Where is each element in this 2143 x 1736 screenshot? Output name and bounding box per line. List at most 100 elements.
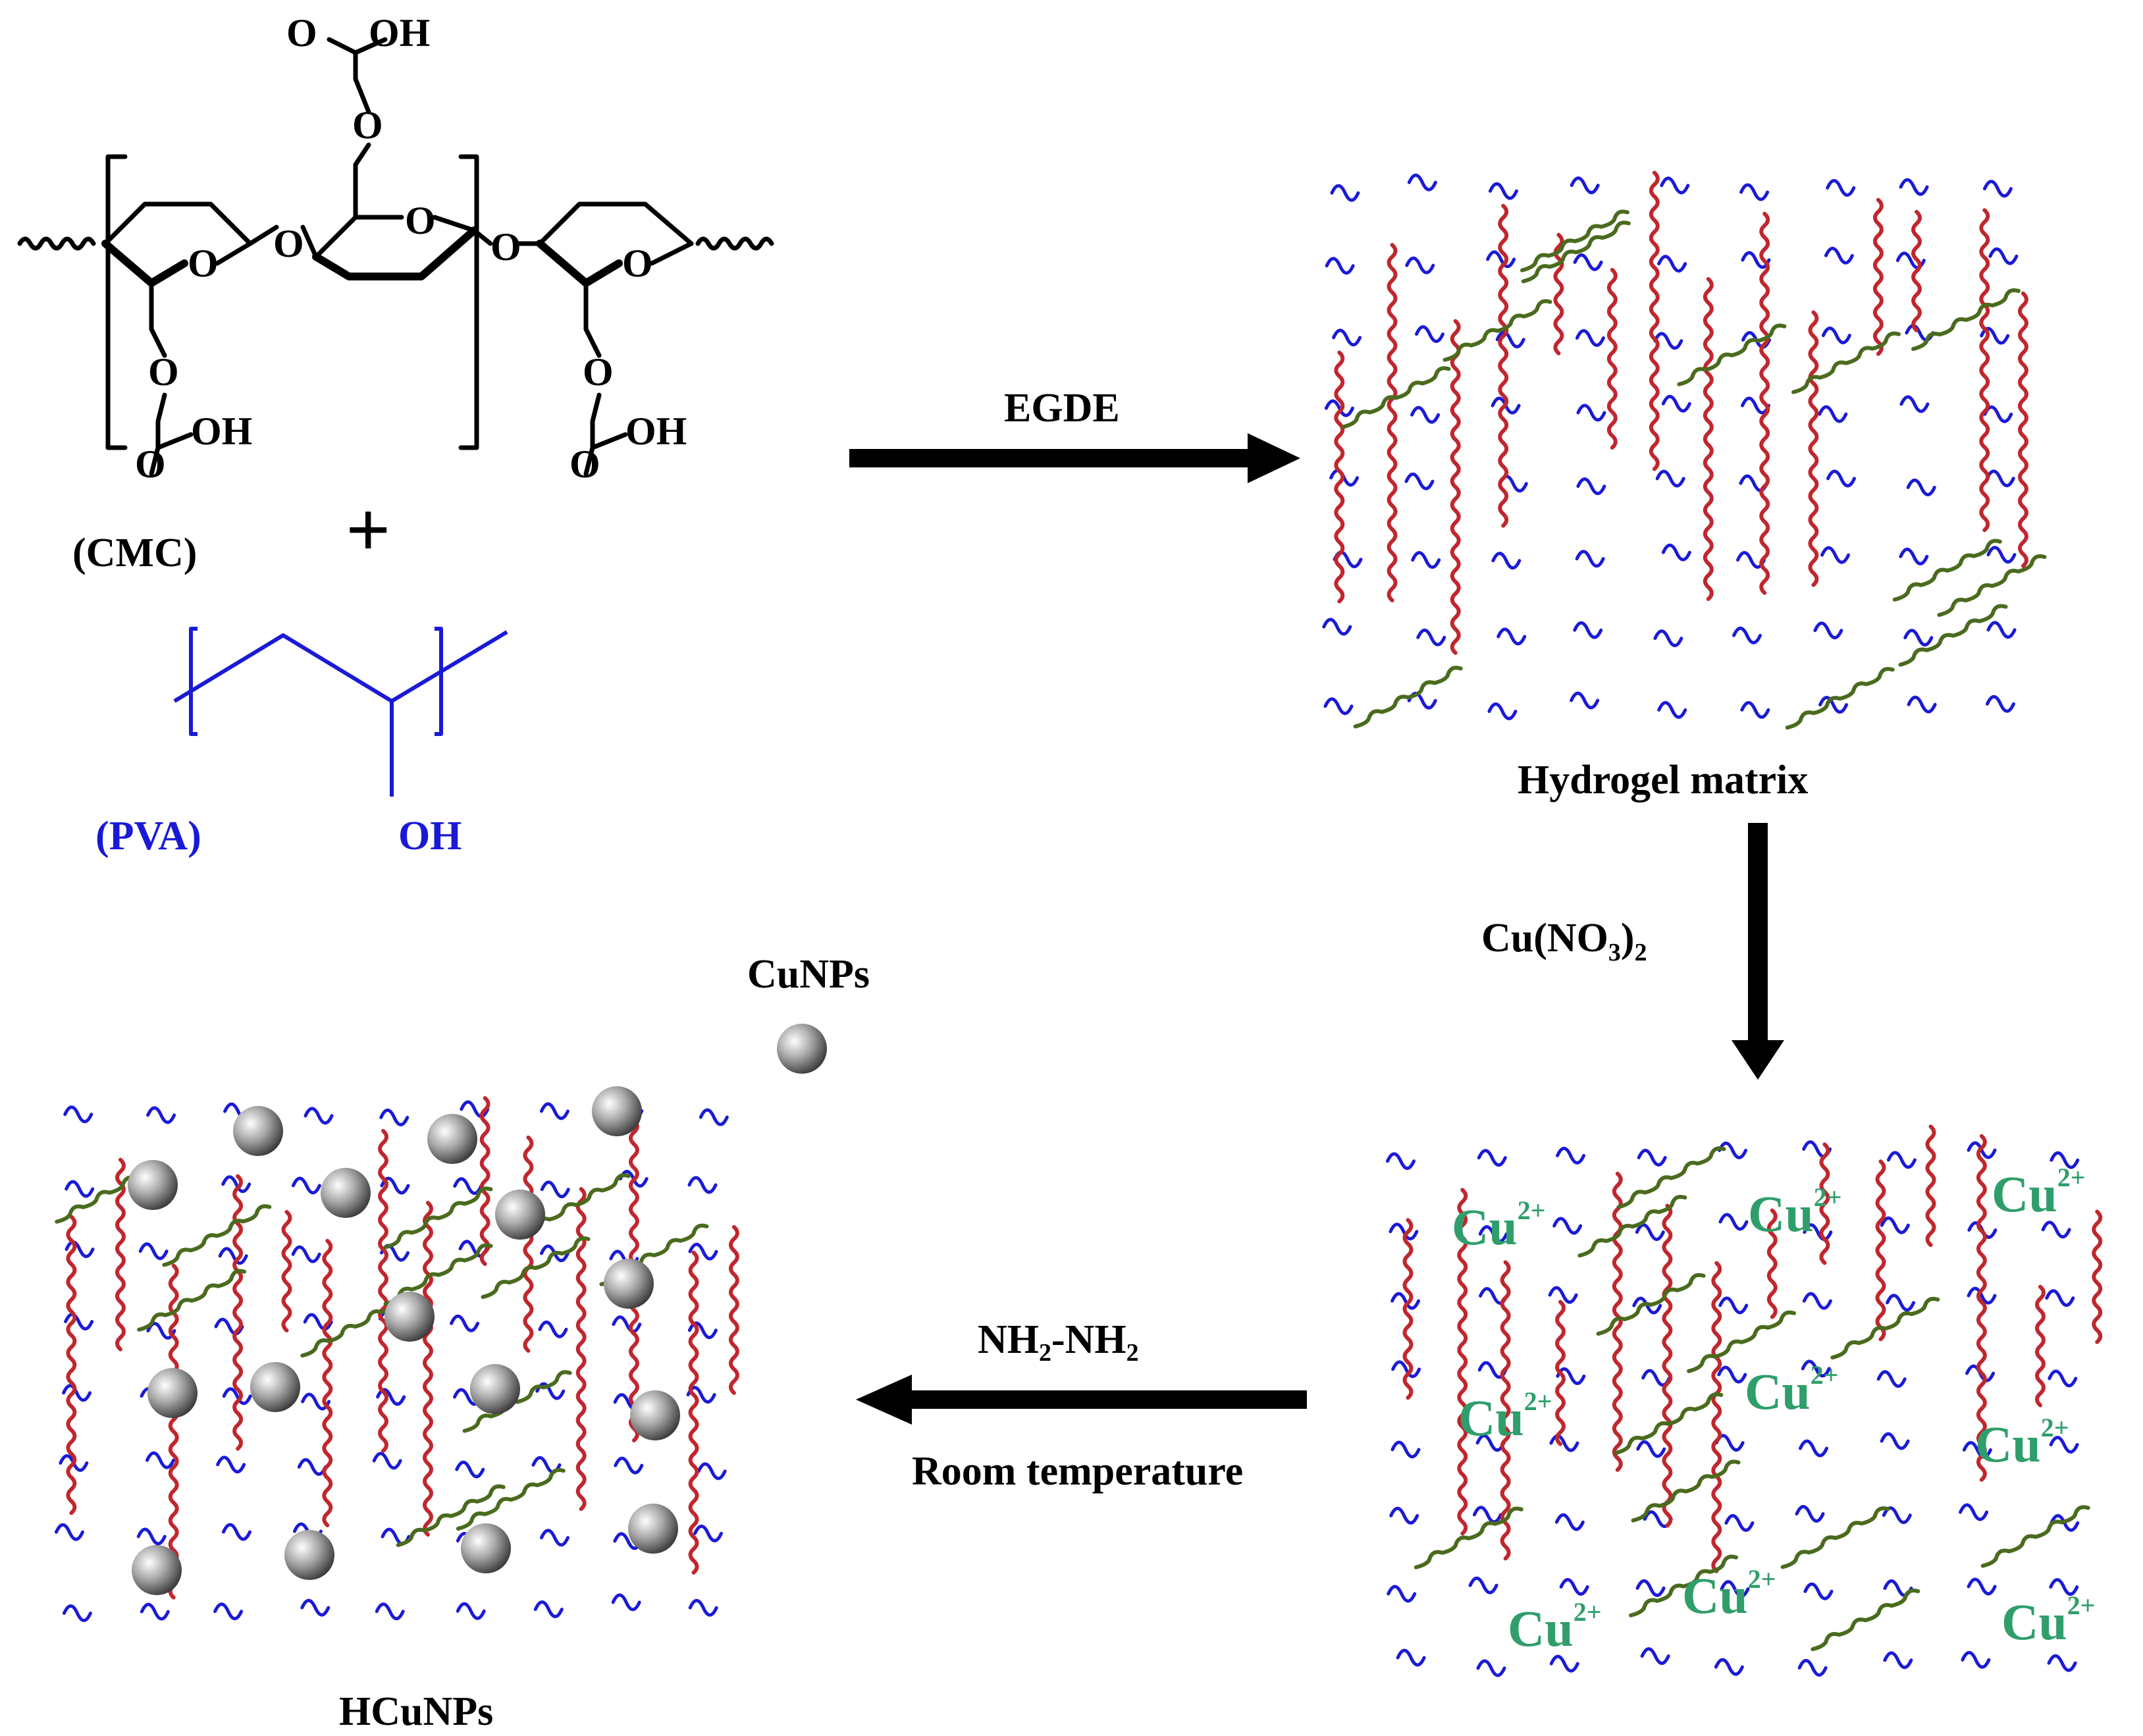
pva-chain-segment [1795, 1505, 1825, 1523]
pva-chain-segment [1824, 246, 1854, 265]
pva-chain-segment [1576, 477, 1606, 496]
cmc-chain [1606, 267, 1618, 450]
hydrazine-label: NH2-NH2 [978, 1317, 1139, 1367]
pva-chain-segment [1487, 702, 1518, 720]
pva-chain-segment [2050, 1151, 2080, 1169]
copper-nanoparticle [604, 1259, 654, 1309]
pva-chain-segment [693, 1524, 724, 1542]
pva-chain-segment [687, 1176, 718, 1194]
pva-chain-segment [1886, 1151, 1917, 1169]
egde-crosslink [456, 1467, 566, 1531]
pva-chain-segment [1899, 395, 1930, 413]
copper-nanoparticle [128, 1160, 178, 1210]
cmc-chain [1808, 310, 1819, 587]
egde-crosslink [1631, 1460, 1741, 1523]
pva-chain-segment [1820, 546, 1851, 564]
pva-chain-segment [1982, 180, 2013, 198]
egde-crosslink [1520, 209, 1629, 273]
hcunps-label: HCuNPs [339, 1689, 493, 1734]
egde-crosslink [481, 1236, 591, 1300]
pva-chain-segment [1488, 182, 1518, 200]
pva-chain-segment [1404, 472, 1435, 490]
cmc-chain [1334, 350, 1345, 604]
pva-chain-segment [1714, 1658, 1744, 1676]
pva-chain-segment [1635, 1223, 1665, 1242]
pva-chain-segment [1717, 1365, 1747, 1384]
cmc-chain [1500, 1260, 1511, 1561]
copper-ion-label: Cu2+ [1745, 1360, 1839, 1420]
pva-chain-segment [136, 1527, 167, 1546]
copper-nanoparticle [250, 1362, 300, 1412]
cmc-chain [575, 1187, 587, 1512]
egde-crosslink [1521, 221, 1631, 284]
pva-chain-segment [1411, 551, 1441, 569]
pva-chain-segment [1985, 469, 2015, 488]
pva-chain-segment [1903, 629, 1934, 646]
pva-chain-segment [1876, 1370, 1907, 1388]
cmc-atom-labels: O O O O O O O OH O O OH O O OH [135, 11, 687, 486]
pva-chain-segment [372, 1452, 402, 1470]
egde-crosslink [162, 1204, 272, 1267]
pva-chain-segment [216, 1456, 246, 1474]
pva-chain-segment [1801, 1359, 1831, 1378]
pva-chain-segment [1826, 469, 1857, 488]
pva-chain-segment [533, 1600, 564, 1618]
hydrogel-label: Hydrogel matrix [1518, 758, 1808, 802]
pva-chain-segment [375, 1602, 405, 1621]
pva-chain-segment [1797, 1659, 1828, 1677]
pva-chain-segment [1653, 332, 1683, 350]
egde-crosslink [383, 1243, 493, 1306]
copper-ion-label: Cu2+ [1992, 1163, 2086, 1223]
copper-ion-label: Cu2+ [1682, 1564, 1776, 1624]
plus-sign: + [346, 486, 390, 573]
pva-chain-segment [303, 1313, 333, 1331]
cmc-chain [1925, 1124, 1936, 1248]
cmc-chain [1649, 171, 1660, 471]
pva-chain-segment [1962, 1440, 1992, 1459]
pva-chain-segment [1880, 1432, 1910, 1450]
copper-ion-label: Cu2+ [1508, 1597, 1602, 1657]
pva-chain-segment [2041, 1221, 2071, 1239]
pva-chain-segment [1661, 394, 1691, 413]
pva-chain-segment [1556, 1367, 1586, 1385]
cmc-chain [1976, 1134, 1987, 1482]
cmc-chain [1766, 1208, 1778, 1319]
room-temperature-label: Room temperature [912, 1449, 1243, 1494]
egde-crosslink [396, 1484, 506, 1547]
egde-crosslink [1898, 604, 2008, 667]
egde-crosslink [1785, 667, 1895, 730]
cmc-label: (CMC) [72, 531, 197, 575]
cmc-chain [1387, 243, 1398, 603]
pva-chain-segment [138, 1242, 169, 1260]
pva-chain-segment [1718, 1296, 1749, 1315]
pva-chain-segment [1813, 621, 1843, 640]
cmc-chain [1819, 1142, 1830, 1265]
pva-chain-segment [1559, 1578, 1589, 1596]
arrow-crosslink [849, 433, 1300, 483]
pva-chain-segment [1554, 1513, 1585, 1531]
pva-chain-segment [1886, 1294, 1916, 1312]
pva-chain-segment [1475, 1434, 1506, 1452]
pva-chain-segment [2047, 1654, 2077, 1672]
pva-chain-segment [1720, 1580, 1750, 1598]
pva-chain-segment [1818, 405, 1848, 423]
pva-chain-segment [62, 1604, 92, 1622]
pva-chain-segment [460, 1100, 490, 1118]
ring1-oxygen: O [188, 242, 219, 285]
cmc-chain [1450, 319, 1461, 655]
pva-chain-segment [2048, 1369, 2078, 1388]
pva-chain-segment [1655, 469, 1685, 488]
egde-crosslink [1629, 1554, 1739, 1618]
egde-crosslink [1677, 323, 1787, 386]
pva-chain-segment [1906, 478, 1936, 496]
pva-chain-segment [1391, 1360, 1421, 1379]
pva-chain-segment [1803, 1582, 1834, 1600]
pva-chain-segment [1387, 1585, 1417, 1603]
egde-crosslink [1596, 1273, 1706, 1336]
pva-chain-segment [1573, 253, 1603, 271]
arm2-carbonyl-o: O [286, 11, 317, 55]
pva-chain-segment [1324, 399, 1354, 417]
pva-chain-segment [1415, 325, 1445, 343]
copper-ion-label: Cu2+ [1452, 1196, 1546, 1255]
egde-crosslink [462, 1370, 572, 1433]
